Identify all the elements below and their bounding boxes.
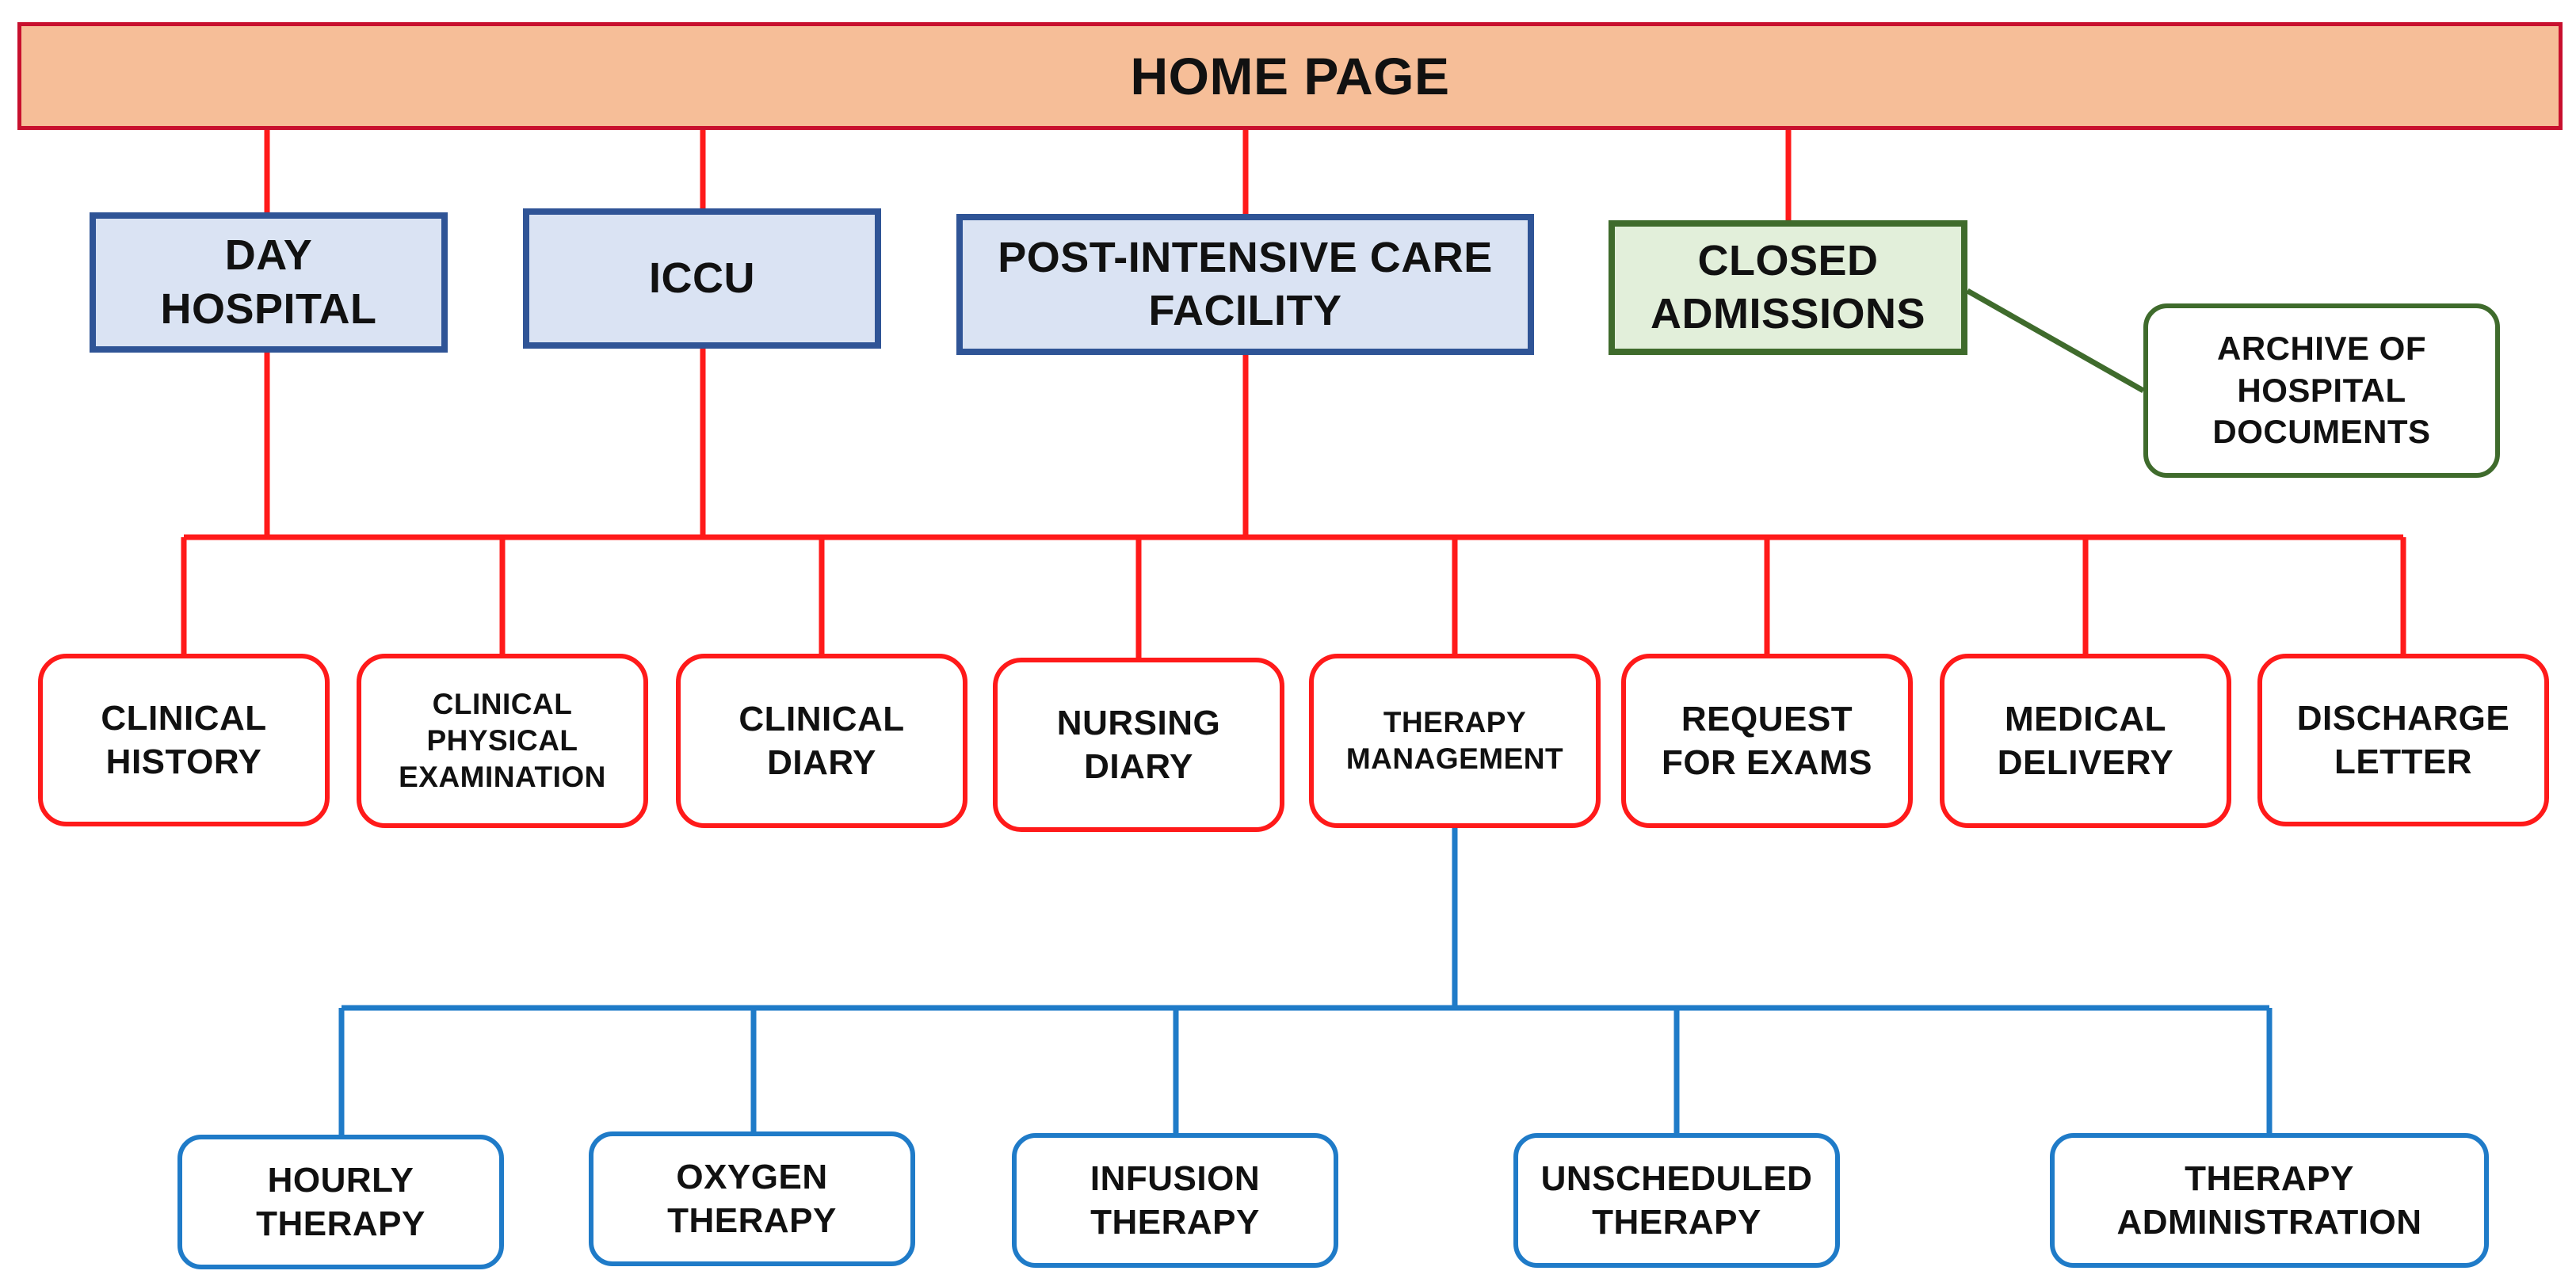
therapy-administration-label-line1: THERAPY (2185, 1159, 2354, 1198)
request-exams-label-line2: FOR EXAMS (1661, 743, 1873, 782)
therapy-management-label-line1: THERAPY (1383, 705, 1527, 738)
discharge-letter-label-line2: LETTER (2334, 742, 2473, 781)
nursing-diary-label-line2: DIARY (1084, 747, 1193, 786)
closed-admissions-label-line1: CLOSED (1697, 236, 1879, 284)
physical-exam-label-line1: CLINICAL (432, 687, 573, 720)
therapy-connectors (338, 828, 2273, 1135)
home-page-label: HOME PAGE (1130, 46, 1450, 105)
therapy-administration-label-line2: ADMINISTRATION (2116, 1203, 2422, 1242)
archive-label-line2: HOSPITAL (2237, 371, 2406, 409)
infusion-therapy-box[interactable]: INFUSION THERAPY (1012, 1133, 1338, 1268)
post-intensive-label-line1: POST-INTENSIVE CARE (998, 233, 1493, 281)
medical-delivery-label-line2: DELIVERY (1997, 743, 2174, 782)
home-page-box[interactable]: HOME PAGE (17, 22, 2563, 130)
unscheduled-therapy-box[interactable]: UNSCHEDULED THERAPY (1513, 1133, 1840, 1268)
physical-exam-label-line2: PHYSICAL (426, 723, 578, 757)
therapy-management-label-line2: MANAGEMENT (1345, 742, 1564, 775)
unscheduled-therapy-label-line1: UNSCHEDULED (1540, 1159, 1813, 1198)
oxygen-therapy-label-line2: THERAPY (667, 1201, 837, 1240)
archive-label-line1: ARCHIVE OF (2216, 330, 2426, 368)
clinical-history-label-line1: CLINICAL (101, 699, 267, 738)
hourly-therapy-label-line1: HOURLY (267, 1161, 414, 1200)
therapy-administration-box[interactable]: THERAPY ADMINISTRATION (2050, 1133, 2489, 1268)
function-drop-connectors (181, 537, 2406, 658)
day-hospital-label-line2: HOSPITAL (160, 284, 377, 333)
post-intensive-label-line2: FACILITY (1148, 287, 1342, 334)
home-connectors (264, 130, 1792, 220)
clinical-history-label-line2: HISTORY (105, 742, 262, 781)
day-hospital-box[interactable]: DAY HOSPITAL (90, 212, 448, 353)
clinical-physical-examination-box[interactable]: CLINICAL PHYSICAL EXAMINATION (357, 654, 648, 828)
closed-admissions-box[interactable]: CLOSED ADMISSIONS (1609, 220, 1967, 355)
oxygen-therapy-label-line1: OXYGEN (676, 1158, 828, 1196)
department-connectors (184, 349, 2403, 540)
discharge-letter-label-line1: DISCHARGE (2296, 699, 2510, 738)
archive-label-line3: DOCUMENTS (2212, 413, 2431, 451)
clinical-diary-label-line1: CLINICAL (738, 700, 905, 738)
clinical-history-box[interactable]: CLINICAL HISTORY (38, 654, 330, 826)
day-hospital-label-line1: DAY (224, 231, 313, 279)
physical-exam-label-line3: EXAMINATION (399, 761, 606, 794)
unscheduled-therapy-label-line2: THERAPY (1592, 1203, 1761, 1242)
therapy-management-box[interactable]: THERAPY MANAGEMENT (1309, 654, 1601, 828)
clinical-diary-box[interactable]: CLINICAL DIARY (676, 654, 967, 828)
archive-of-hospital-documents-box[interactable]: ARCHIVE OF HOSPITAL DOCUMENTS (2143, 303, 2500, 478)
connector-closed-archive (1966, 288, 2145, 394)
medical-delivery-box[interactable]: MEDICAL DELIVERY (1940, 654, 2231, 828)
clinical-diary-label-line2: DIARY (767, 743, 876, 782)
request-exams-label-line1: REQUEST (1681, 700, 1853, 738)
oxygen-therapy-box[interactable]: OXYGEN THERAPY (589, 1131, 915, 1266)
iccu-box[interactable]: ICCU (523, 208, 881, 349)
iccu-label: ICCU (649, 254, 755, 302)
post-intensive-care-box[interactable]: POST-INTENSIVE CARE FACILITY (956, 214, 1534, 355)
infusion-therapy-label-line1: INFUSION (1090, 1159, 1261, 1198)
hourly-therapy-label-line2: THERAPY (256, 1204, 426, 1243)
nursing-diary-label-line1: NURSING (1056, 704, 1221, 742)
closed-admissions-label-line2: ADMISSIONS (1650, 290, 1926, 338)
medical-delivery-label-line1: MEDICAL (2005, 700, 2166, 738)
request-for-exams-box[interactable]: REQUEST FOR EXAMS (1621, 654, 1913, 828)
infusion-therapy-label-line2: THERAPY (1090, 1203, 1260, 1242)
nursing-diary-box[interactable]: NURSING DIARY (993, 658, 1284, 832)
discharge-letter-box[interactable]: DISCHARGE LETTER (2257, 654, 2549, 826)
hourly-therapy-box[interactable]: HOURLY THERAPY (177, 1135, 504, 1269)
